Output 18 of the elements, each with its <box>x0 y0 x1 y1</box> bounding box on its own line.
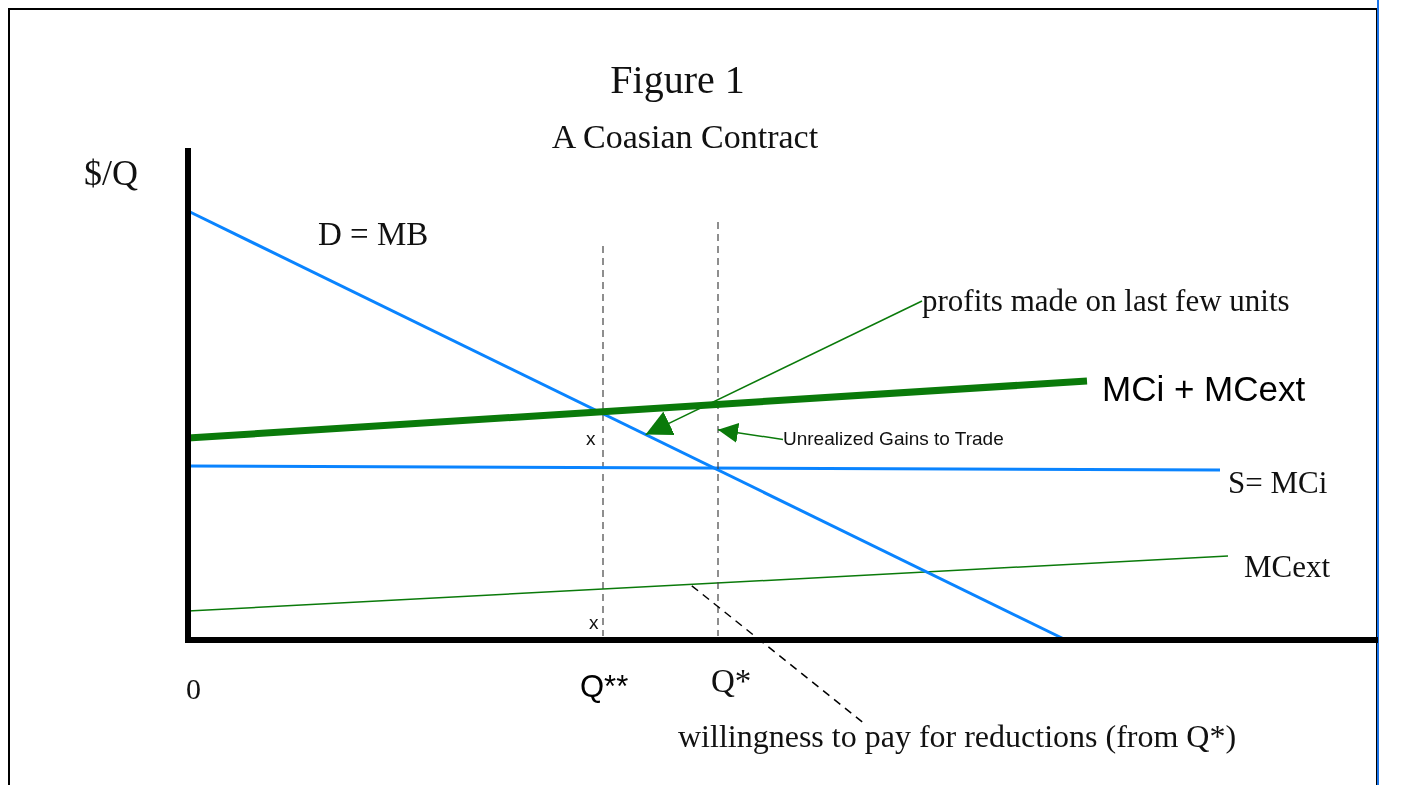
axis-tick-label: 0 <box>186 672 201 705</box>
axis-label: $/Q <box>84 154 138 194</box>
annotation-text: willingness to pay for reductions (from Q*) <box>678 719 1237 755</box>
axis-tick-label: Q** <box>580 670 629 705</box>
curve-label: MCext <box>1244 550 1331 585</box>
leader-arrow <box>644 300 923 436</box>
point-mark: x <box>589 613 599 634</box>
annotation-text: Unrealized Gains to Trade <box>783 429 1004 450</box>
subtitle: A Coasian Contract <box>550 118 820 156</box>
leader-arrow <box>717 422 784 443</box>
figure-title: Figure 1 <box>609 58 746 102</box>
curve-label: D = MB <box>318 216 429 253</box>
point-mark: x <box>586 429 596 450</box>
axis-tick-label: Q* <box>711 663 752 700</box>
curve-label: S= MCi <box>1228 466 1328 501</box>
leader-line <box>689 583 863 723</box>
curve-label: MCi + MCext <box>1102 370 1306 409</box>
annotation-text: profits made on last few units <box>922 284 1290 319</box>
